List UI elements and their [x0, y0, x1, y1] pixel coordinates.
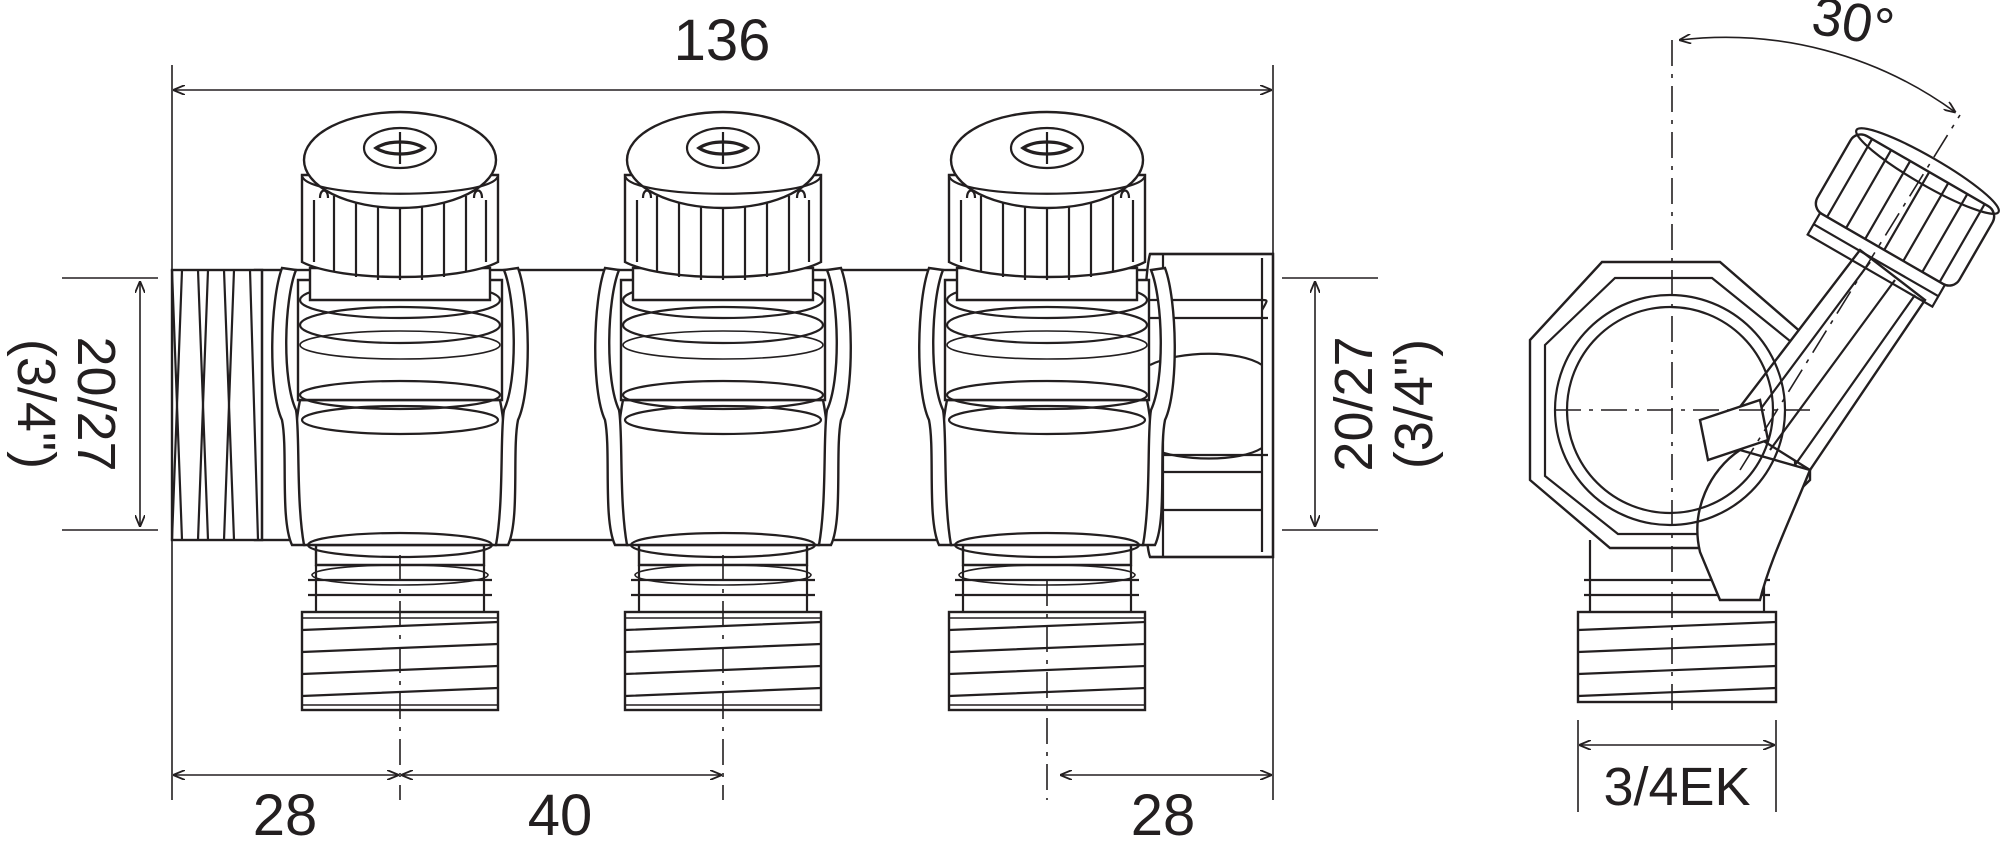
dimension-left-thread-inch: (3/4"): [6, 339, 66, 469]
dimension-outlet-thread: 3/4EK: [1603, 757, 1750, 817]
dimension-right-thread-size: 20/27: [1324, 336, 1384, 471]
valve-3: [917, 110, 1177, 712]
dimension-left-thread-size: 20/27: [66, 336, 126, 471]
dimension-spacing: 40: [528, 783, 593, 848]
angle-arc: [1680, 37, 1955, 112]
dimension-overall-length: 136: [674, 8, 771, 73]
side-angled-valve: [1696, 127, 2000, 602]
dimension-right-thread-inch: (3/4"): [1384, 339, 1444, 469]
dimension-left-offset: 28: [253, 783, 318, 848]
side-view: 30° 3/4EK: [1528, 0, 2000, 817]
dimension-right-offset: 28: [1131, 783, 1196, 848]
left-thread-end: [170, 268, 264, 542]
front-view: 136 28 40 28: [6, 8, 1444, 848]
side-outlet-thread: [1576, 540, 1778, 704]
